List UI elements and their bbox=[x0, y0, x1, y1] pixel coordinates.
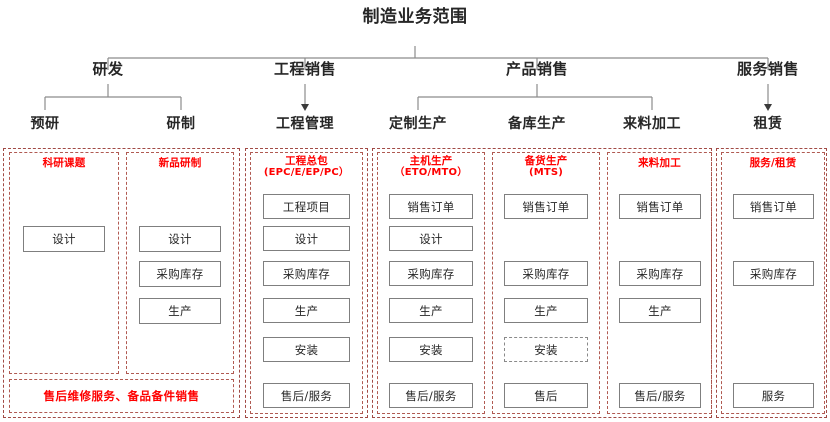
tree-node-chanpin-xiaoshou: 产品销售 bbox=[505, 60, 569, 78]
column-header-fuwu-text: 服务/租赁 bbox=[749, 157, 797, 169]
cell-zhuji-install[interactable]: 安装 bbox=[389, 337, 473, 362]
cell-gongcheng-aftersales[interactable]: 售后/服务 bbox=[263, 383, 350, 408]
cell-lailiao-aftersales[interactable]: 售后/服务 bbox=[619, 383, 701, 408]
group-service-sales bbox=[716, 148, 827, 418]
cell-zhuji-purchase[interactable]: 采购库存 bbox=[389, 261, 473, 286]
column-frame-gongcheng bbox=[250, 152, 363, 414]
tree-node-yanzhi: 研制 bbox=[166, 116, 196, 132]
tree-node-dingzhi-shengchan: 定制生产 bbox=[389, 116, 447, 132]
cell-lailiao-order[interactable]: 销售订单 bbox=[619, 194, 701, 219]
cell-gongcheng-design[interactable]: 设计 bbox=[263, 226, 350, 251]
column-header-gongcheng-text: 工程总包 bbox=[285, 155, 328, 167]
cell-gongcheng-order[interactable]: 工程项目 bbox=[263, 194, 350, 219]
column-header-keyan: 科研课题 bbox=[9, 157, 119, 169]
tree-node-zulin: 租赁 bbox=[753, 116, 783, 132]
column-header-beihuo: 备货生产 (MTS) bbox=[492, 155, 600, 179]
cell-zhuji-aftersales[interactable]: 售后/服务 bbox=[389, 383, 473, 408]
cell-beihuo-aftersales[interactable]: 售后 bbox=[504, 383, 588, 408]
tree-node-lailiao-jiagong: 来料加工 bbox=[623, 116, 681, 132]
tree-node-fuwu-xiaoshou: 服务销售 bbox=[736, 60, 800, 78]
column-header-beihuo-text: 备货生产 bbox=[524, 155, 568, 167]
column-frame-lailiao bbox=[607, 152, 712, 414]
cell-lailiao-produce[interactable]: 生产 bbox=[619, 298, 701, 323]
column-header-xinpin: 新品研制 bbox=[126, 157, 234, 169]
column-frame-keyan bbox=[9, 152, 119, 374]
column-header-keyan-text: 科研课题 bbox=[42, 157, 86, 169]
cell-gongcheng-purchase[interactable]: 采购库存 bbox=[263, 261, 350, 286]
tree-node-yanfa: 研发 bbox=[92, 60, 124, 78]
cell-gongcheng-install[interactable]: 安装 bbox=[263, 337, 350, 362]
cell-keyan-design[interactable]: 设计 bbox=[23, 226, 105, 252]
rnd-after-sales-frame bbox=[9, 379, 234, 413]
cell-xinpin-produce[interactable]: 生产 bbox=[139, 298, 221, 324]
cell-beihuo-produce[interactable]: 生产 bbox=[504, 298, 588, 323]
cell-xinpin-design[interactable]: 设计 bbox=[139, 226, 221, 252]
tree-node-gongcheng-xiaoshou: 工程销售 bbox=[273, 60, 337, 78]
tree-node-gongcheng-guanli: 工程管理 bbox=[276, 116, 334, 132]
tree-connectors bbox=[44, 46, 772, 111]
group-engineering bbox=[245, 148, 368, 418]
process-matrix: 售后维修服务、备品备件销售 科研课题 设计 新品研制 设计 采购库存 生产 工程… bbox=[0, 143, 830, 422]
cell-fuwu-aftersales[interactable]: 服务 bbox=[733, 383, 814, 408]
rnd-after-sales-label: 售后维修服务、备品备件销售 bbox=[43, 389, 200, 403]
cell-zhuji-design[interactable]: 设计 bbox=[389, 226, 473, 251]
tree-root-title: 制造业务范围 bbox=[362, 7, 468, 27]
column-header-fuwu: 服务/租赁 bbox=[721, 157, 825, 169]
column-header-gongcheng: 工程总包 (EPC/E/EP/PC） bbox=[250, 155, 363, 179]
group-rnd bbox=[3, 148, 240, 418]
column-header-zhuji-text: 主机生产 bbox=[409, 155, 453, 167]
column-header-lailiao-text: 来料加工 bbox=[638, 157, 681, 169]
cell-beihuo-install[interactable]: 安装 bbox=[504, 337, 588, 362]
cell-zhuji-order[interactable]: 销售订单 bbox=[389, 194, 473, 219]
column-frame-fuwu bbox=[721, 152, 825, 414]
column-header-gongcheng-sub: (EPC/E/EP/PC） bbox=[263, 167, 350, 179]
cell-beihuo-purchase[interactable]: 采购库存 bbox=[504, 261, 588, 286]
cell-fuwu-order[interactable]: 销售订单 bbox=[733, 194, 814, 219]
column-header-beihuo-sub: (MTS) bbox=[528, 167, 564, 179]
column-frame-xinpin bbox=[126, 152, 234, 374]
column-header-lailiao: 来料加工 bbox=[607, 157, 712, 169]
cell-lailiao-purchase[interactable]: 采购库存 bbox=[619, 261, 701, 286]
org-tree: 制造业务范围 研发 工程销售 产品销售 服务销售 预研 研制 工程管理 定制生产… bbox=[0, 0, 830, 143]
column-header-zhuji-sub: （ETO/MTO） bbox=[394, 167, 468, 179]
column-frame-beihuo bbox=[492, 152, 600, 414]
tree-node-beiku-shengchan: 备库生产 bbox=[508, 116, 566, 132]
tree-node-yuyan: 预研 bbox=[30, 116, 60, 132]
cell-fuwu-purchase[interactable]: 采购库存 bbox=[733, 261, 814, 286]
cell-xinpin-purchase[interactable]: 采购库存 bbox=[139, 261, 221, 287]
cell-gongcheng-produce[interactable]: 生产 bbox=[263, 298, 350, 323]
column-header-zhuji: 主机生产 （ETO/MTO） bbox=[377, 155, 485, 179]
column-frame-zhuji bbox=[377, 152, 485, 414]
cell-beihuo-order[interactable]: 销售订单 bbox=[504, 194, 588, 219]
cell-zhuji-produce[interactable]: 生产 bbox=[389, 298, 473, 323]
column-header-xinpin-text: 新品研制 bbox=[158, 157, 202, 169]
